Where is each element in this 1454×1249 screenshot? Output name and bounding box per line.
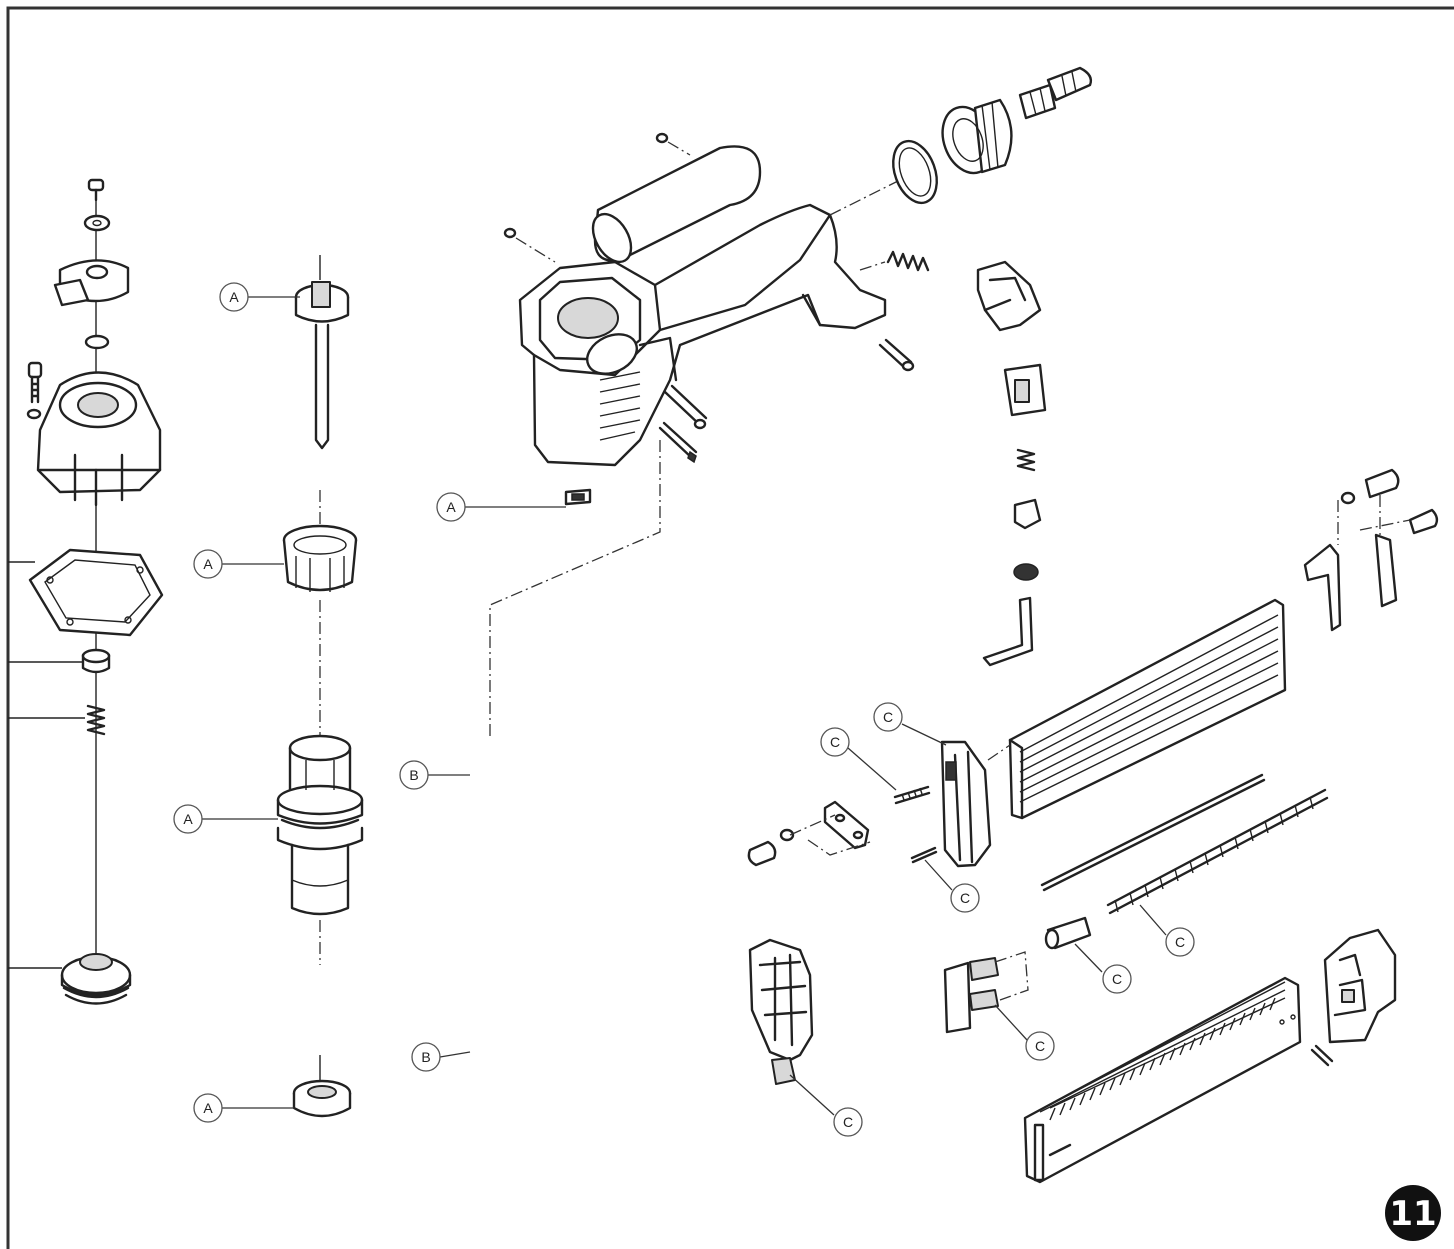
svg-text:B: B <box>421 1049 430 1065</box>
roll-pin-part <box>658 421 698 464</box>
cylinder-guide-part <box>282 524 358 592</box>
svg-text:A: A <box>203 1100 213 1116</box>
small-pin-part <box>910 846 938 864</box>
latch-housing-part <box>748 938 814 1085</box>
tool-body-group <box>489 132 915 740</box>
trigger-group <box>976 260 1047 667</box>
main-body-housing-part <box>518 203 887 467</box>
leader-lines <box>202 296 1167 1116</box>
piston-cylinder-group <box>276 255 364 1118</box>
handle-grip-part <box>591 145 762 264</box>
magazine-end-cap-part <box>1323 928 1397 1044</box>
callout-a-cylinder: A <box>173 804 203 834</box>
follower-rod-part <box>1040 773 1266 892</box>
trigger-part <box>976 260 1042 332</box>
head-assembly-group <box>8 178 164 1005</box>
exhaust-deflector-part <box>53 259 130 307</box>
svg-text:C: C <box>830 734 840 750</box>
magazine-channel-part <box>1023 976 1302 1184</box>
end-cap-part <box>941 98 1013 175</box>
safety-spring-part <box>1016 448 1036 472</box>
bumper-part <box>81 648 111 674</box>
callout-b-driver-guide: B <box>399 760 429 790</box>
callout-c-pin: C <box>950 883 980 913</box>
svg-text:C: C <box>1112 971 1122 987</box>
callout-a-piston: A <box>219 282 249 312</box>
gasket-part <box>28 548 164 637</box>
callout-c-spring: C <box>1165 927 1195 957</box>
contact-clip-part <box>1013 498 1042 530</box>
washer-part <box>83 214 111 232</box>
callout-c-bracket: C <box>1025 1031 1055 1061</box>
magazine-spring-part <box>1106 788 1329 915</box>
svg-text:C: C <box>1175 934 1185 950</box>
contact-arm-part <box>982 596 1034 667</box>
trigger-pin-part <box>663 384 708 430</box>
cylinder-sleeve-part <box>276 734 364 916</box>
callout-c-bolt: C <box>820 727 850 757</box>
air-inlet-group <box>829 66 1093 272</box>
callouts: A A A A A B B C <box>173 282 1195 1137</box>
piston-driver-part <box>294 255 350 450</box>
callout-c-front-guide: C <box>873 702 903 732</box>
svg-text:C: C <box>883 709 893 725</box>
pusher-part <box>1044 916 1092 950</box>
trigger-spring-part <box>859 250 930 272</box>
svg-text:A: A <box>203 556 213 572</box>
guide-bolt-part <box>893 785 931 805</box>
lock-screw-part <box>747 828 795 867</box>
cylinder-cap-part <box>36 371 162 507</box>
callout-c-pusher: C <box>1102 964 1132 994</box>
seal-plate-part <box>564 488 592 506</box>
callout-a-seal-plate: A <box>436 492 466 522</box>
figure-number-badge: 11 <box>1385 1185 1441 1241</box>
callout-c-latch: C <box>833 1107 863 1137</box>
piston-stop-part <box>292 1079 352 1118</box>
magazine-rail-part <box>1008 598 1287 820</box>
svg-text:A: A <box>183 811 193 827</box>
bolt-part <box>27 361 43 404</box>
adjust-wheel-part <box>1013 563 1039 581</box>
svg-text:A: A <box>446 499 456 515</box>
follower-bracket-part <box>943 951 1029 1034</box>
channel-pin-part <box>1310 1044 1334 1067</box>
svg-text:C: C <box>843 1114 853 1130</box>
callout-a-stop: A <box>193 1093 223 1123</box>
svg-text:11: 11 <box>1389 1194 1436 1234</box>
magazine-group <box>747 468 1439 1184</box>
svg-text:B: B <box>409 767 418 783</box>
safety-contact-part <box>1003 363 1047 417</box>
svg-text:C: C <box>1035 1038 1045 1054</box>
latch-plate-part <box>823 800 870 850</box>
callout-a-guide-ring: A <box>193 549 223 579</box>
inlet-o-ring-part <box>892 139 938 205</box>
cap-screw-part <box>87 178 105 202</box>
callout-b-nose-plate: B <box>411 1042 441 1072</box>
o-ring-part <box>84 334 110 350</box>
air-fitting-part <box>1018 66 1093 120</box>
nose-plate-part <box>1303 468 1439 632</box>
head-valve-part <box>60 953 132 1005</box>
svg-text:A: A <box>229 289 239 305</box>
frame-border <box>6 6 1454 1249</box>
svg-text:C: C <box>960 890 970 906</box>
front-guide-part <box>940 740 992 868</box>
valve-spring-part <box>86 704 106 736</box>
handle-pin-part <box>878 338 915 372</box>
